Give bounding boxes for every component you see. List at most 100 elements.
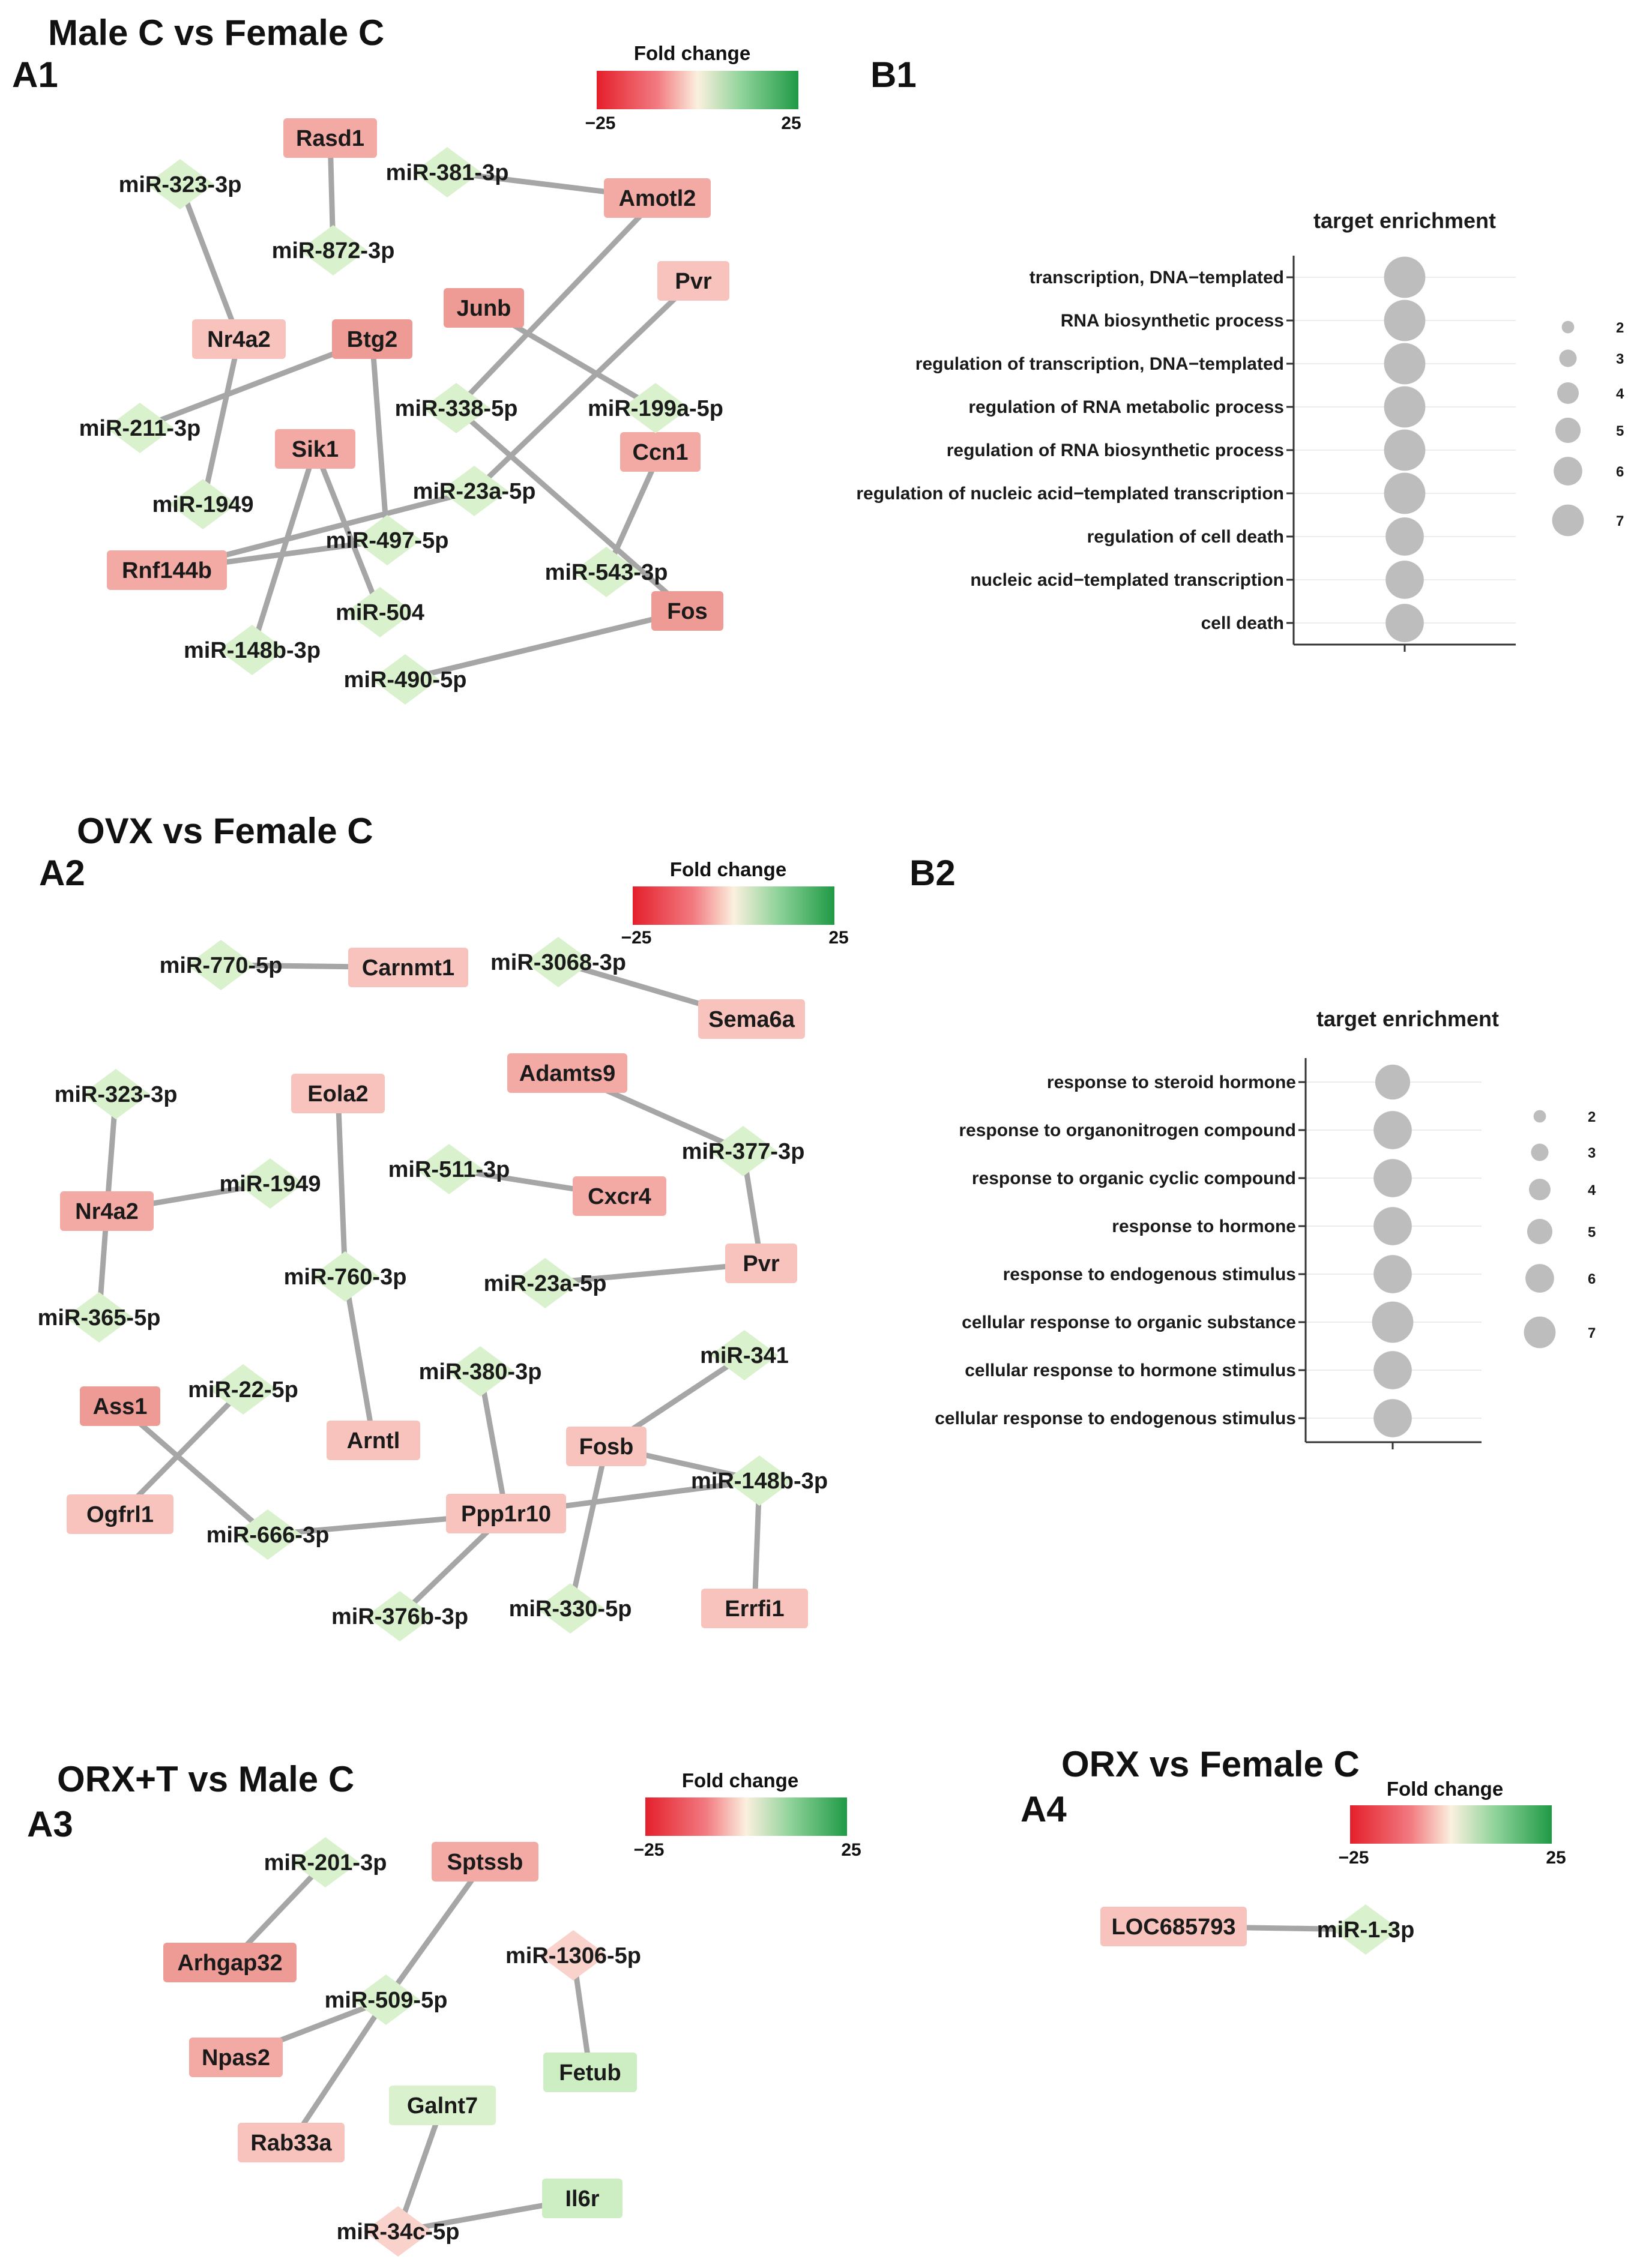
gene-node-arhgap32[interactable]: Arhgap32 — [163, 1943, 297, 1982]
mirna-node-diamond — [539, 1930, 607, 1981]
mirna-node-mir-330-5p[interactable]: miR-330-5p — [509, 1583, 632, 1634]
gene-node-arntl[interactable]: Arntl — [327, 1421, 420, 1460]
node-label: Galnt7 — [407, 2093, 478, 2119]
mirna-node-diamond — [299, 225, 367, 275]
mirna-node-mir-543-3p[interactable]: miR-543-3p — [545, 547, 668, 597]
size-legend-dot — [1561, 320, 1575, 334]
mirna-node-mir-760-3p[interactable]: miR-760-3p — [284, 1251, 407, 1302]
mirna-node-mir-1949[interactable]: miR-1949 — [152, 479, 254, 529]
gene-node-fetub[interactable]: Fetub — [543, 2053, 637, 2092]
gene-node-rab33a[interactable]: Rab33a — [238, 2123, 345, 2162]
panel-b1-enrichment-title: target enrichment — [1313, 208, 1496, 233]
gene-node-cxcr4[interactable]: Cxcr4 — [573, 1176, 666, 1216]
node-label: miR-380-3p — [419, 1359, 542, 1385]
gene-node-galnt7[interactable]: Galnt7 — [389, 2086, 496, 2125]
node-label: miR-1949 — [152, 492, 254, 517]
enrichment-term-label: RNA biosynthetic process — [1061, 311, 1284, 331]
mirna-node-diamond — [364, 2206, 432, 2257]
mirna-node-mir-22-5p[interactable]: miR-22-5p — [188, 1364, 298, 1415]
node-label: Pvr — [743, 1251, 779, 1277]
mirna-node-mir-1949[interactable]: miR-1949 — [220, 1158, 321, 1209]
mirna-node-diamond — [709, 1126, 777, 1176]
mirna-node-mir-341[interactable]: miR-341 — [700, 1330, 789, 1380]
enrichment-dot — [1373, 1111, 1412, 1149]
fold-change-legend-title: Fold change — [634, 42, 750, 64]
mirna-node-mir-770-5p[interactable]: miR-770-5p — [160, 940, 283, 990]
node-label: miR-504 — [336, 600, 424, 625]
gene-node-fosb[interactable]: Fosb — [566, 1427, 647, 1466]
mirna-node-mir-3068-3p[interactable]: miR-3068-3p — [490, 937, 626, 987]
gene-node-ogfrl1[interactable]: Ogfrl1 — [67, 1494, 173, 1534]
gene-node-rasd1[interactable]: Rasd1 — [283, 118, 377, 158]
mirna-node-mir-380-3p[interactable]: miR-380-3p — [419, 1346, 542, 1397]
node-label: miR-381-3p — [386, 160, 509, 185]
gene-node-pvr[interactable]: Pvr — [725, 1244, 797, 1283]
gene-node-loc685793[interactable]: LOC685793 — [1100, 1907, 1247, 1946]
mirna-node-mir-490-5p[interactable]: miR-490-5p — [344, 654, 467, 705]
gene-node-il6r[interactable]: Il6r — [542, 2179, 623, 2218]
gene-node-npas2[interactable]: Npas2 — [189, 2038, 283, 2077]
mirna-node-mir-377-3p[interactable]: miR-377-3p — [682, 1126, 805, 1176]
mirna-node-mir-376b-3p[interactable]: miR-376b-3p — [331, 1591, 468, 1641]
gene-node-box — [446, 1494, 566, 1533]
mirna-node-mir-148b-3p[interactable]: miR-148b-3p — [691, 1455, 828, 1506]
gene-node-errfi1[interactable]: Errfi1 — [701, 1589, 808, 1628]
mirna-node-mir-211-3p[interactable]: miR-211-3p — [79, 403, 201, 453]
gene-node-amotl2[interactable]: Amotl2 — [604, 178, 711, 218]
mirna-node-diamond — [209, 1364, 277, 1415]
mirna-node-mir-365-5p[interactable]: miR-365-5p — [38, 1292, 161, 1343]
mirna-node-mir-23a-5p[interactable]: miR-23a-5p — [413, 466, 536, 516]
enrichment-term-label: cell death — [1201, 613, 1284, 633]
mirna-node-mir-509-5p[interactable]: miR-509-5p — [325, 1975, 448, 2025]
gene-node-sema6a[interactable]: Sema6a — [698, 999, 805, 1039]
mirna-node-mir-666-3p[interactable]: miR-666-3p — [207, 1509, 330, 1560]
mirna-node-mir-497-5p[interactable]: miR-497-5p — [326, 515, 449, 565]
gene-node-pvr[interactable]: Pvr — [657, 261, 729, 301]
gene-node-btg2[interactable]: Btg2 — [332, 319, 412, 359]
node-label: Junb — [457, 296, 511, 321]
mirna-node-diamond — [621, 383, 690, 433]
gene-node-sptssb[interactable]: Sptssb — [432, 1842, 538, 1881]
mirna-node-mir-34c-5p[interactable]: miR-34c-5p — [337, 2206, 460, 2257]
mirna-node-mir-323-3p[interactable]: miR-323-3p — [55, 1069, 178, 1119]
node-label: miR-760-3p — [284, 1265, 407, 1290]
mirna-node-mir-323-3p[interactable]: miR-323-3p — [119, 159, 242, 209]
mirna-node-mir-23a-5p[interactable]: miR-23a-5p — [484, 1258, 607, 1308]
edge-mir-323-3p-to-nr4a2 — [177, 181, 242, 342]
fold-change-legend-title: Fold change — [682, 1769, 798, 1791]
mirna-node-mir-511-3p[interactable]: miR-511-3p — [388, 1144, 510, 1194]
node-label: miR-338-5p — [395, 396, 518, 421]
gene-node-adamts9[interactable]: Adamts9 — [507, 1053, 627, 1093]
gene-node-ass1[interactable]: Ass1 — [80, 1386, 160, 1426]
gene-node-fos[interactable]: Fos — [651, 591, 723, 631]
gene-node-ccn1[interactable]: Ccn1 — [620, 432, 701, 472]
gene-node-carnmt1[interactable]: Carnmt1 — [348, 948, 468, 987]
size-legend-dot — [1552, 504, 1584, 537]
gene-node-eola2[interactable]: Eola2 — [291, 1074, 385, 1113]
mirna-node-mir-1-3p[interactable]: miR-1-3p — [1317, 1904, 1415, 1955]
node-label: miR-148b-3p — [691, 1469, 828, 1494]
mirna-node-diamond — [106, 403, 174, 453]
panel-a1-title: Male C vs Female C — [48, 13, 384, 53]
gene-node-nr4a2[interactable]: Nr4a2 — [60, 1191, 154, 1231]
mirna-node-mir-381-3p[interactable]: miR-381-3p — [386, 147, 509, 197]
gene-node-nr4a2[interactable]: Nr4a2 — [192, 319, 286, 359]
mirna-node-mir-1306-5p[interactable]: miR-1306-5p — [505, 1930, 641, 1981]
enrichment-dot — [1384, 299, 1426, 341]
gene-node-rnf144b[interactable]: Rnf144b — [107, 550, 227, 590]
node-label: Amotl2 — [619, 186, 696, 211]
mirna-node-mir-504[interactable]: miR-504 — [336, 587, 424, 637]
node-label: Sik1 — [292, 437, 339, 462]
mirna-node-diamond — [236, 1158, 304, 1209]
mirna-node-mir-201-3p[interactable]: miR-201-3p — [264, 1837, 387, 1887]
panel-a4-network: ORX vs Female C A4 Fold change −25 25 LO… — [1020, 1744, 1566, 1955]
mirna-node-mir-338-5p[interactable]: miR-338-5p — [395, 383, 518, 433]
mirna-node-mir-199a-5p[interactable]: miR-199a-5p — [588, 383, 723, 433]
mirna-node-mir-872-3p[interactable]: miR-872-3p — [272, 225, 395, 275]
gene-node-junb[interactable]: Junb — [444, 288, 524, 328]
gene-node-ppp1r10[interactable]: Ppp1r10 — [446, 1494, 566, 1533]
enrichment-term-label: transcription, DNA−templated — [1030, 268, 1284, 287]
edge-amotl2-to-mir-338-5p — [453, 195, 660, 411]
mirna-node-mir-148b-3p[interactable]: miR-148b-3p — [184, 625, 321, 675]
gene-node-sik1[interactable]: Sik1 — [275, 429, 355, 469]
